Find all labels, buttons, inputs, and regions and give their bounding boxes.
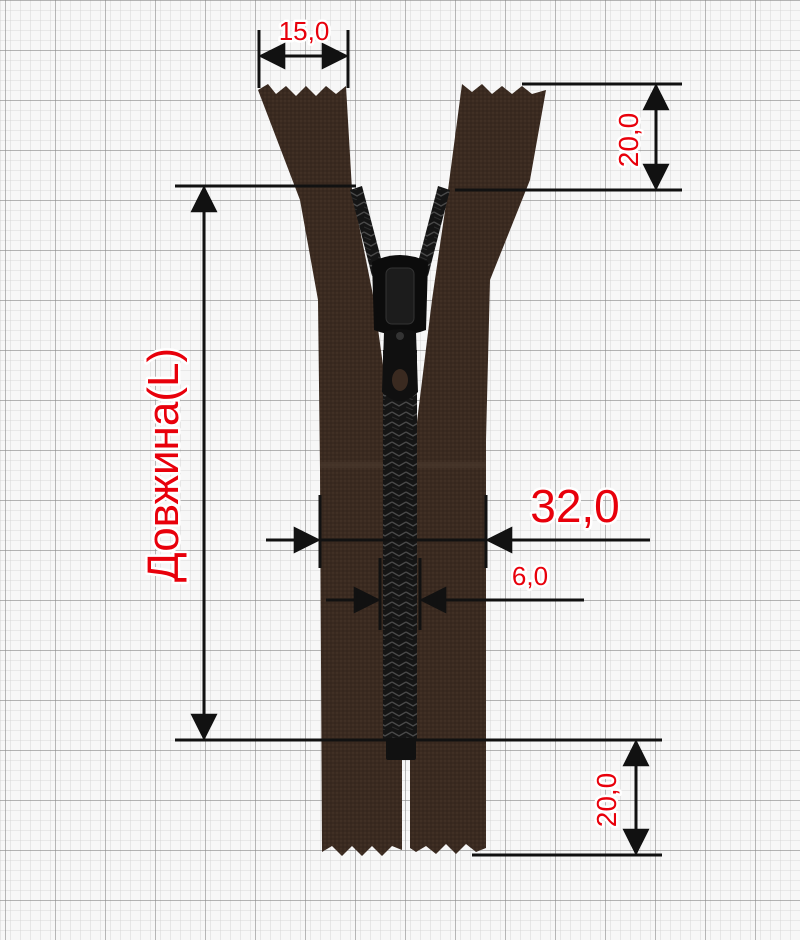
teeth-open-right <box>416 186 450 276</box>
zipper-tape-right <box>410 84 546 854</box>
teeth-width-label: 6,0 <box>512 561 548 591</box>
top-tape-length-label: 20,0 <box>613 113 644 168</box>
dimension-lines <box>175 30 682 857</box>
zipper-slider-icon <box>372 255 428 401</box>
zipper-tape-left <box>258 84 402 856</box>
bottom-stop <box>386 738 416 760</box>
bottom-tape-length-label: 20,0 <box>591 773 622 828</box>
length-label: Довжина(L) <box>139 348 188 582</box>
total-width-label: 32,0 <box>530 480 620 532</box>
teeth-chain <box>383 350 417 740</box>
teeth-open-left <box>350 186 384 276</box>
top-width-label: 15,0 <box>279 16 330 46</box>
zipper <box>258 84 546 856</box>
